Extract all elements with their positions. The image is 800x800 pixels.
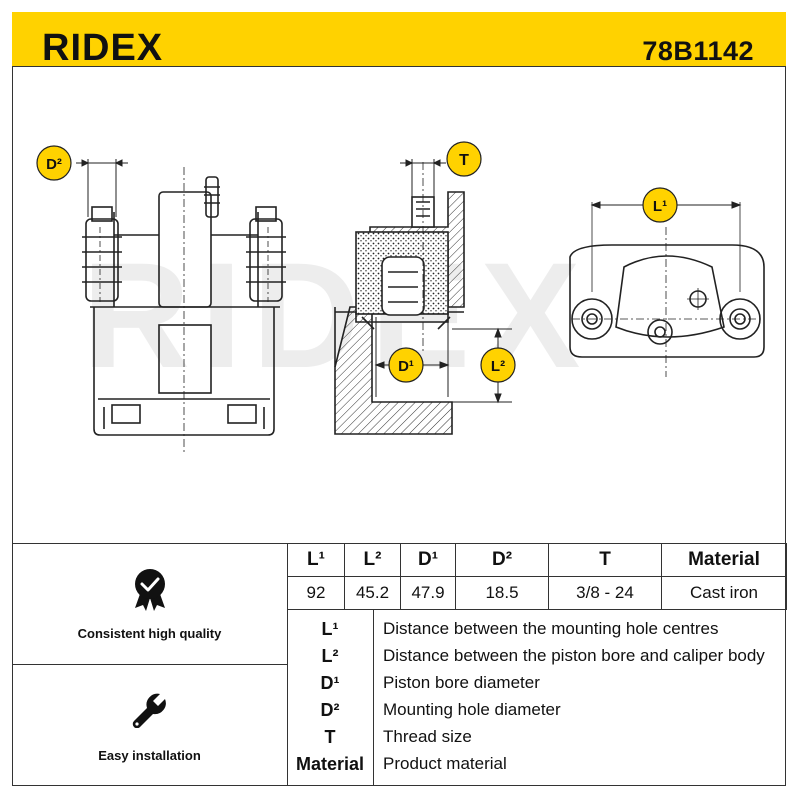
features-divider [287,543,288,786]
spec-value-d1: 47.9 [400,576,456,610]
legend-description: Mounting hole diameter [383,700,561,719]
callout-l1: L¹ [642,187,678,223]
legend-row: T Thread size [287,724,786,750]
legend-row: Material Product material [287,751,786,777]
spec-header-t: T [548,543,662,577]
legend-description: Piston bore diameter [383,673,540,692]
caliper-front-view [82,167,286,452]
svg-text:L²: L² [491,358,505,375]
svg-text:L¹: L¹ [653,198,667,215]
spec-value-material: Cast iron [661,576,787,610]
spec-table: L¹ L² D¹ D² T Material 92 45.2 47.9 18.5… [287,543,787,610]
svg-text:D²: D² [46,156,62,173]
legend-description: Thread size [383,727,472,746]
callout-d1: D¹ [388,347,424,383]
feature-label-installation: Easy installation [98,748,201,763]
wrench-icon [132,693,166,728]
header-bar: RIDEX 78B1142 [12,12,786,67]
caliper-technical-drawing: RIDEX [36,141,765,452]
spec-header-l1: L¹ [287,543,345,577]
legend-divider [373,610,374,786]
svg-text:RIDEX: RIDEX [42,30,163,64]
spec-header-d1: D¹ [400,543,456,577]
spec-value-row: 92 45.2 47.9 18.5 3/8 - 24 Cast iron [287,576,787,610]
spec-value-l2: 45.2 [344,576,401,610]
caliper-rear-view [569,202,765,377]
features-row-divider [12,664,287,665]
legend-symbol: D² [320,700,340,720]
legend-symbol: T [324,727,336,747]
legend-symbol: D¹ [320,673,340,693]
legend-row: D² Mounting hole diameter [287,697,786,723]
spec-header-l2: L² [344,543,401,577]
callout-l2: L² [480,347,516,383]
spec-header-row: L¹ L² D¹ D² T Material [287,543,787,577]
legend-symbol: L² [321,646,339,666]
dimension-legend: L¹ Distance between the mounting hole ce… [287,610,786,786]
legend-row: D¹ Piston bore diameter [287,670,786,696]
legend-symbol: Material [295,754,365,774]
callout-t: T [446,141,482,177]
legend-row: L² Distance between the piston bore and … [287,643,786,669]
ridex-logo: RIDEX [42,30,163,64]
feature-label-quality: Consistent high quality [77,626,222,641]
svg-text:T: T [459,152,469,169]
legend-description: Distance between the piston bore and cal… [383,646,765,665]
spec-value-d2: 18.5 [455,576,549,610]
callout-d2: D² [36,145,72,181]
legend-description: Product material [383,754,507,773]
spec-header-material: Material [661,543,787,577]
svg-text:D¹: D¹ [398,358,414,375]
legend-description: Distance between the mounting hole centr… [383,619,719,638]
quality-badge-icon [135,569,165,611]
legend-row: L¹ Distance between the mounting hole ce… [287,616,786,642]
spec-header-d2: D² [455,543,549,577]
caliper-section-view [334,162,465,435]
spec-value-t: 3/8 - 24 [548,576,662,610]
legend-symbol: L¹ [321,619,339,639]
spec-value-l1: 92 [287,576,345,610]
part-number: 78B1142 [642,36,754,66]
